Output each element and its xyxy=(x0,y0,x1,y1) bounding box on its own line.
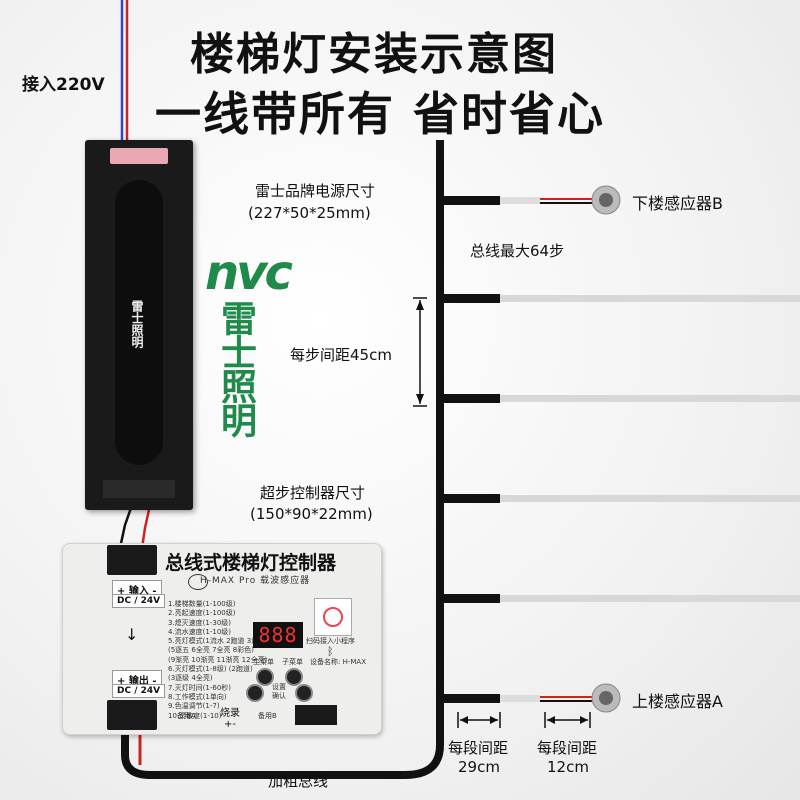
brand-name-vertical: 雷士照明 xyxy=(215,300,256,436)
controller-input-terminal xyxy=(107,545,157,575)
sensor-b-label: 下楼感应器B xyxy=(632,194,723,213)
menu-line: 10.灵敏度(1-10) xyxy=(168,711,222,720)
strip-2 xyxy=(440,294,800,303)
strip-4 xyxy=(440,494,800,503)
sensor-b-icon xyxy=(591,185,621,215)
strip-5 xyxy=(440,594,800,603)
segment2-label: 每段间距 xyxy=(537,739,598,757)
output-voltage: DC / 24V xyxy=(112,684,166,698)
aux-b-label: 备用B xyxy=(258,712,277,720)
sensor-a-icon xyxy=(591,683,621,713)
strip-6 xyxy=(440,694,540,703)
led-strips xyxy=(440,196,800,703)
btn-sub-label: 子菜单 xyxy=(282,658,303,666)
max-steps-label: 总线最大64步 xyxy=(470,242,565,260)
segment1-arrow xyxy=(457,712,501,728)
left-button[interactable] xyxy=(246,684,264,702)
menu-line: 7.灭灯时间(1-60秒) xyxy=(168,683,232,692)
controller-spec-size: (150*90*22mm) xyxy=(250,505,373,523)
psu-spec-title: 雷士品牌电源尺寸 xyxy=(255,182,376,200)
step-spacing-arrow xyxy=(413,297,427,407)
led-display: 888 xyxy=(253,622,303,648)
sensor-a-label: 上楼感应器A xyxy=(632,692,723,711)
bluetooth-icon: ᛒ xyxy=(327,645,334,658)
aux-terminal xyxy=(295,705,337,725)
device-name: 设备名称: H-MAX xyxy=(310,658,366,666)
btn-set-label: 设置 确认 xyxy=(272,683,286,701)
menu-line: 5.亮灯模式(1流水 2跑道 3逐一 4逐三) xyxy=(168,637,289,646)
menu-line: 9.色温调节(1-7) xyxy=(168,702,220,711)
input-label: 接入220V xyxy=(22,75,105,95)
controller-logo-icon xyxy=(188,574,208,590)
sub-menu-button[interactable] xyxy=(285,668,303,686)
page-subtitle: 一线带所有 省时省心 xyxy=(155,87,606,141)
psu-wire-black xyxy=(118,504,134,549)
menu-line: 8.工作模式(1单向) xyxy=(168,692,227,701)
segment2-arrow xyxy=(544,712,591,728)
psu-spec-size: (227*50*25mm) xyxy=(248,204,371,222)
controller-spec-title: 超步控制器尺寸 xyxy=(260,484,366,502)
psu-output-terminal xyxy=(103,480,175,498)
psu-wire-red xyxy=(140,504,152,549)
controller-output-terminal xyxy=(107,700,157,730)
segment2-value: 12cm xyxy=(547,758,589,776)
thick-bus-label: 加粗总线 xyxy=(268,772,329,790)
controller-title: 总线式楼梯灯控制器 xyxy=(165,552,337,574)
segment1-value: 29cm xyxy=(458,758,500,776)
arrow-down-icon: ↓ xyxy=(125,625,139,644)
menu-line: (9渐亮 10渐亮 11渐亮 12全亮) xyxy=(168,655,268,664)
main-menu-button[interactable] xyxy=(256,668,274,686)
menu-line: 3.熄灭速度(1-30级) xyxy=(168,618,232,627)
menu-line: 2.亮起速度(1-100级) xyxy=(168,609,236,618)
strip-3 xyxy=(440,394,800,403)
aux-a-label: 备用A xyxy=(177,712,196,720)
power-supply: 雷士照明 xyxy=(85,140,193,510)
input-voltage: DC / 24V xyxy=(112,594,166,608)
controller-model: H-MAX Pro 载波感应器 xyxy=(200,576,311,586)
psu-input-terminal xyxy=(110,148,168,164)
menu-line: 6.灭灯模式(1-8级) (2跑道) xyxy=(168,665,253,674)
menu-line: 1.楼梯数量(1-100级) xyxy=(168,600,236,608)
nvc-logo: nvc xyxy=(205,245,293,301)
psu-brand-text: 雷士照明 xyxy=(130,300,144,348)
menu-line: (5逐五 6全亮 7全亮 8彩色) xyxy=(168,646,254,655)
page-title: 楼梯灯安装示意图 xyxy=(190,29,558,80)
strip-1 xyxy=(440,196,540,205)
qr-code-icon xyxy=(314,598,352,636)
step-spacing-label: 每步间距45cm xyxy=(290,346,392,364)
qr-caption: 扫码接入小程序 xyxy=(306,637,355,645)
burn-label: 烧录 +- xyxy=(220,708,240,730)
controller-menu-list: 1.楼梯数量(1-100级) 2.亮起速度(1-100级) 3.熄灭速度(1-3… xyxy=(168,600,289,721)
menu-line: 4.流水速度(1-10级) xyxy=(168,627,232,636)
thick-bus-cable xyxy=(121,140,444,779)
psu-handle xyxy=(115,180,163,465)
menu-line: (3逐级 4全亮) xyxy=(168,674,213,683)
right-button[interactable] xyxy=(295,684,313,702)
btn-main-label: 主菜单 xyxy=(253,658,274,666)
segment1-label: 每段间距 xyxy=(448,739,509,757)
